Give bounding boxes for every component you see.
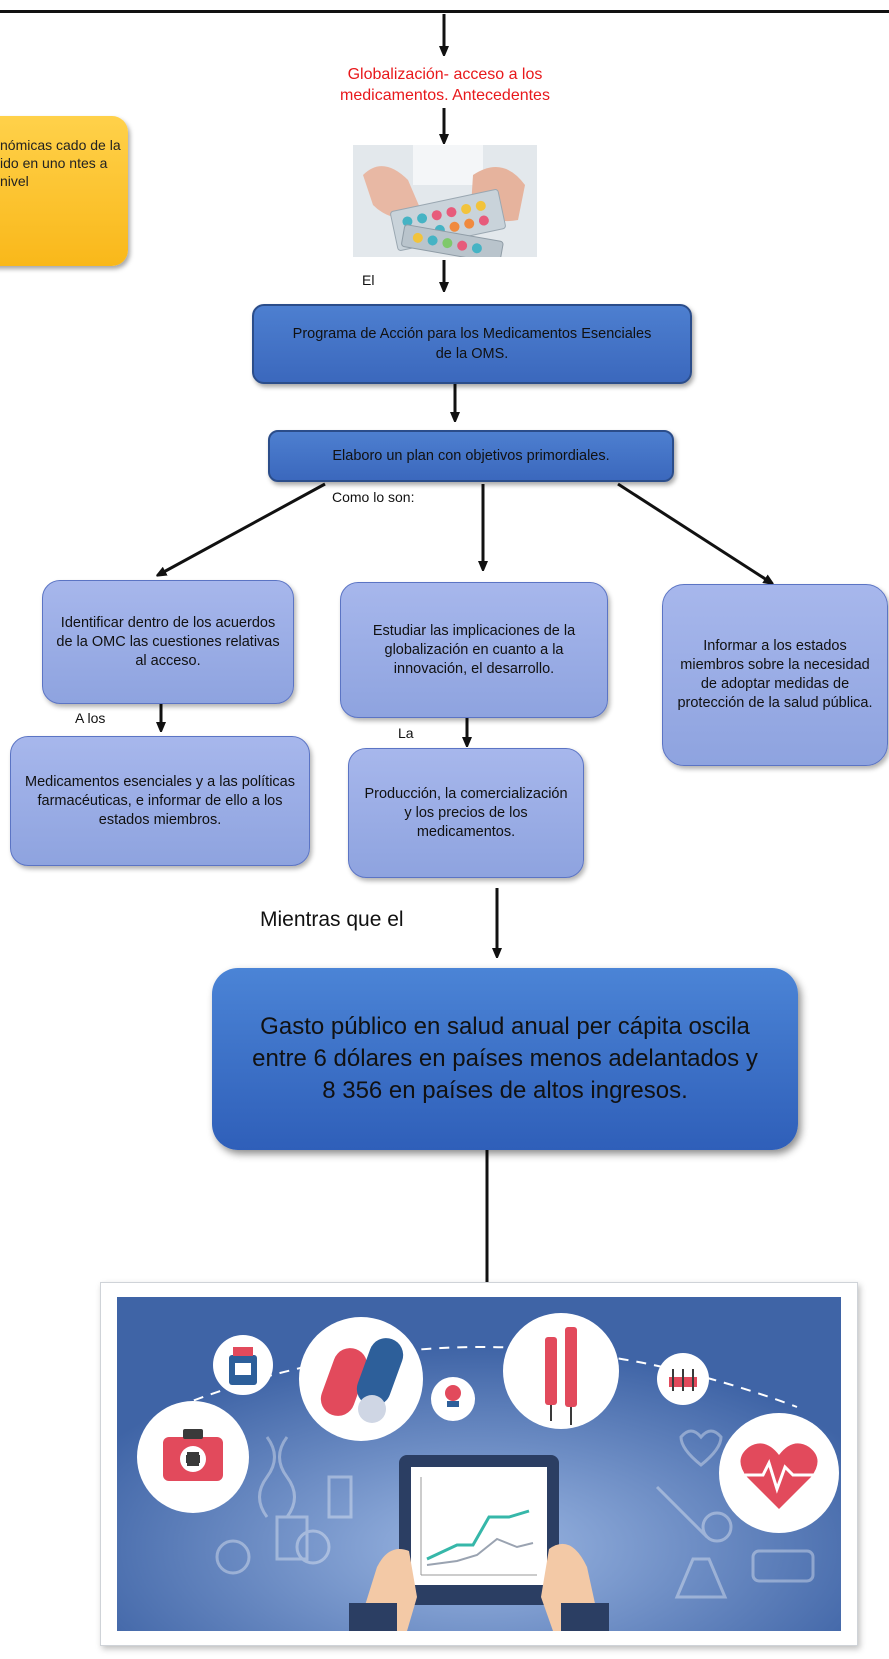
illustration-graphic [117, 1297, 841, 1631]
heart-pulse-icon [719, 1413, 839, 1533]
medical-kit-icon [137, 1401, 249, 1513]
label-a-los: A los [75, 710, 106, 726]
branch-mid-text: Estudiar las implicaciones de la globali… [372, 622, 576, 677]
branch-right-text: Informar a los estados miembros sobre la… [677, 638, 873, 711]
branch-left-sub-text: Medicamentos esenciales y a las política… [25, 773, 295, 828]
branch-mid-box: Estudiar las implicaciones de la globali… [340, 582, 608, 718]
top-rule [0, 10, 889, 13]
label-la: La [398, 725, 414, 741]
microscope-small-icon [431, 1377, 475, 1421]
branch-mid-sub-text: Producción, la comercialización y los pr… [364, 785, 568, 840]
label-mientras: Mientras que el [260, 908, 404, 931]
arrow-plan-right [617, 482, 770, 582]
plan-text: Elaboro un plan con objetivos primordial… [332, 447, 610, 464]
branch-mid-sub-box: Producción, la comercialización y los pr… [348, 748, 584, 878]
medicine-bottle-icon [213, 1335, 273, 1395]
background-outline-icons [215, 1429, 815, 1599]
arrow-plan-left [160, 482, 326, 574]
pills-illustration [353, 145, 537, 257]
syringe-icon [503, 1313, 619, 1429]
top-title: Globalización- acceso a los medicamentos… [340, 66, 550, 104]
branch-left-box: Identificar dentro de los acuerdos de la… [42, 580, 294, 704]
medicine-photo [353, 145, 537, 257]
tablet-chart-icon [399, 1455, 559, 1605]
side-note-text: nómicas cado de la ido en uno ntes a niv… [0, 137, 121, 189]
branch-left-text: Identificar dentro de los acuerdos de la… [56, 614, 280, 669]
hands-icon [349, 1543, 609, 1631]
health-tech-illustration [100, 1282, 858, 1646]
pill-capsule-icon [299, 1317, 423, 1441]
test-tubes-icon [657, 1353, 709, 1405]
illustration-canvas [117, 1297, 841, 1631]
branch-left-sub-box: Medicamentos esenciales y a las política… [10, 736, 310, 866]
plan-box: Elaboro un plan con objetivos primordial… [268, 430, 674, 482]
programa-box: Programa de Acción para los Medicamentos… [252, 304, 692, 384]
side-note-box: nómicas cado de la ido en uno ntes a niv… [0, 116, 128, 266]
gasto-text: Gasto público en salud anual per cápita … [252, 1013, 758, 1104]
branch-right-box: Informar a los estados miembros sobre la… [662, 584, 888, 766]
programa-text: Programa de Acción para los Medicamentos… [292, 326, 652, 362]
gasto-box: Gasto público en salud anual per cápita … [212, 968, 798, 1150]
label-como: Como lo son: [332, 489, 415, 505]
label-el: El [362, 272, 375, 288]
